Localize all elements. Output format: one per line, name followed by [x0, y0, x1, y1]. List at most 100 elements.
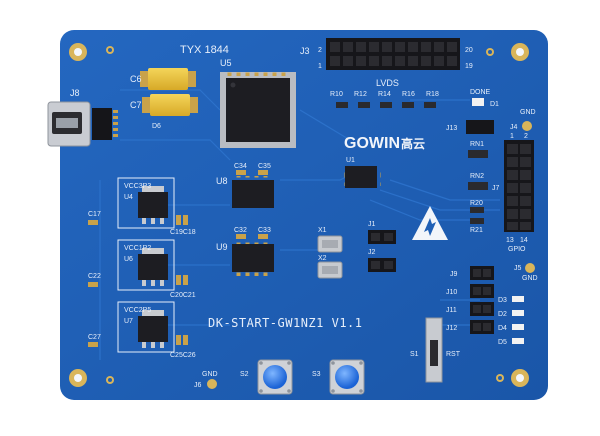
test-point-j6: [207, 379, 217, 389]
resistor-network-rn1: [468, 150, 488, 158]
regulator-u7: [138, 310, 168, 348]
label-c35: C35: [258, 163, 271, 170]
label-s2: S2: [240, 371, 249, 378]
label-j4: J4: [510, 124, 518, 131]
label-u6: U6: [124, 256, 133, 263]
push-button-s3[interactable]: [329, 359, 365, 395]
pcb-board: [60, 30, 548, 400]
led-d4: [512, 324, 524, 330]
header-j3: [326, 38, 460, 70]
chip-u8: [232, 176, 274, 212]
label-j11: J11: [446, 307, 457, 314]
label-vcc2p5: VCC2P5: [124, 307, 151, 314]
chip-u1: [341, 166, 381, 188]
label-u5: U5: [220, 58, 232, 68]
chip-u5: [220, 70, 296, 148]
label-j1: J1: [368, 221, 376, 228]
label-rn2: RN2: [470, 173, 484, 180]
lvds-resistors: [336, 102, 436, 108]
label-j7-pin13: 13: [506, 237, 514, 244]
label-d6: D6: [152, 123, 161, 130]
label-lvds: LVDS: [376, 78, 399, 88]
label-c19c18: C19C18: [170, 229, 196, 236]
header-j13: [466, 120, 494, 134]
reset-switch-s1[interactable]: [425, 317, 443, 383]
test-point-j5: [525, 263, 535, 273]
leds-d2-d5: [512, 296, 524, 344]
esd-warning-icon: [412, 206, 448, 240]
label-done: DONE: [470, 89, 491, 96]
label-vcc3p3: VCC3P3: [124, 183, 151, 190]
led-done: [472, 98, 484, 106]
chip-u9: [232, 240, 274, 276]
label-r10: R10: [330, 91, 343, 98]
label-rst: RST: [446, 351, 461, 358]
label-x2: X2: [318, 255, 327, 262]
label-x1: X1: [318, 227, 327, 234]
label-j3-pin2: 2: [318, 47, 322, 54]
label-j3-pin1: 1: [318, 63, 322, 70]
label-c22: C22: [88, 273, 101, 280]
label-j12: J12: [446, 325, 457, 332]
label-j6: J6: [194, 382, 202, 389]
jumper-j11[interactable]: [470, 302, 494, 316]
label-j10: J10: [446, 289, 457, 296]
jumper-j10[interactable]: [470, 284, 494, 298]
resistor-network-rn2: [468, 182, 488, 190]
label-r20: R20: [470, 200, 483, 207]
label-d3: D3: [498, 297, 507, 304]
label-u1: U1: [346, 157, 355, 164]
header-j7-gpio: [504, 140, 534, 232]
label-c25c26: C25C26: [170, 352, 196, 359]
brand-logo-chinese: 高云: [401, 136, 425, 151]
label-rn1: RN1: [470, 141, 484, 148]
test-pads: [106, 46, 504, 384]
label-j8: J8: [70, 88, 80, 98]
label-d4: D4: [498, 325, 507, 332]
label-u9: U9: [216, 242, 228, 252]
label-gpio: GPIO: [508, 246, 526, 253]
regulator-u6: [138, 248, 168, 286]
push-button-s2[interactable]: [257, 359, 293, 395]
label-j13: J13: [446, 125, 457, 132]
usb-connector-j8: [47, 101, 118, 147]
label-j7-pin2: 2: [524, 133, 528, 140]
label-c34: C34: [234, 163, 247, 170]
jumper-j1[interactable]: [368, 230, 396, 244]
mounting-holes: [69, 43, 529, 387]
jumper-j12[interactable]: [470, 320, 494, 334]
label-j3: J3: [300, 46, 310, 56]
crystal-x2: [317, 261, 343, 279]
label-j3-pin19: 19: [465, 63, 473, 70]
label-d2: D2: [498, 311, 507, 318]
label-u7: U7: [124, 318, 133, 325]
label-gnd-right: GND: [522, 275, 538, 282]
label-j9: J9: [450, 271, 458, 278]
test-point-j4: [522, 121, 532, 131]
label-c32: C32: [234, 227, 247, 234]
small-capacitors: [88, 170, 268, 347]
label-r21: R21: [470, 227, 483, 234]
jumper-j2[interactable]: [368, 258, 396, 272]
label-c27: C27: [88, 334, 101, 341]
label-c20c21: C20C21: [170, 292, 196, 299]
label-c33: C33: [258, 227, 271, 234]
label-gnd-bottom: GND: [202, 371, 218, 378]
regulator-outlines: [117, 177, 175, 353]
label-u8: U8: [216, 176, 228, 186]
label-c17: C17: [88, 211, 101, 218]
label-s1: S1: [410, 351, 419, 358]
brand-logo: GOWIN: [344, 135, 400, 152]
label-r16: R16: [402, 91, 415, 98]
board-title: DK-START-GW1NZ1 V1.1: [208, 316, 363, 330]
label-r14: R14: [378, 91, 391, 98]
label-j3-pin20: 20: [465, 47, 473, 54]
label-r18: R18: [426, 91, 439, 98]
label-u4: U4: [124, 194, 133, 201]
label-c6: C6: [130, 74, 142, 84]
jumper-j9[interactable]: [470, 266, 494, 280]
crystal-x1: [317, 235, 343, 253]
label-j2: J2: [368, 249, 376, 256]
batch-marking: TYX 1844: [180, 44, 229, 56]
